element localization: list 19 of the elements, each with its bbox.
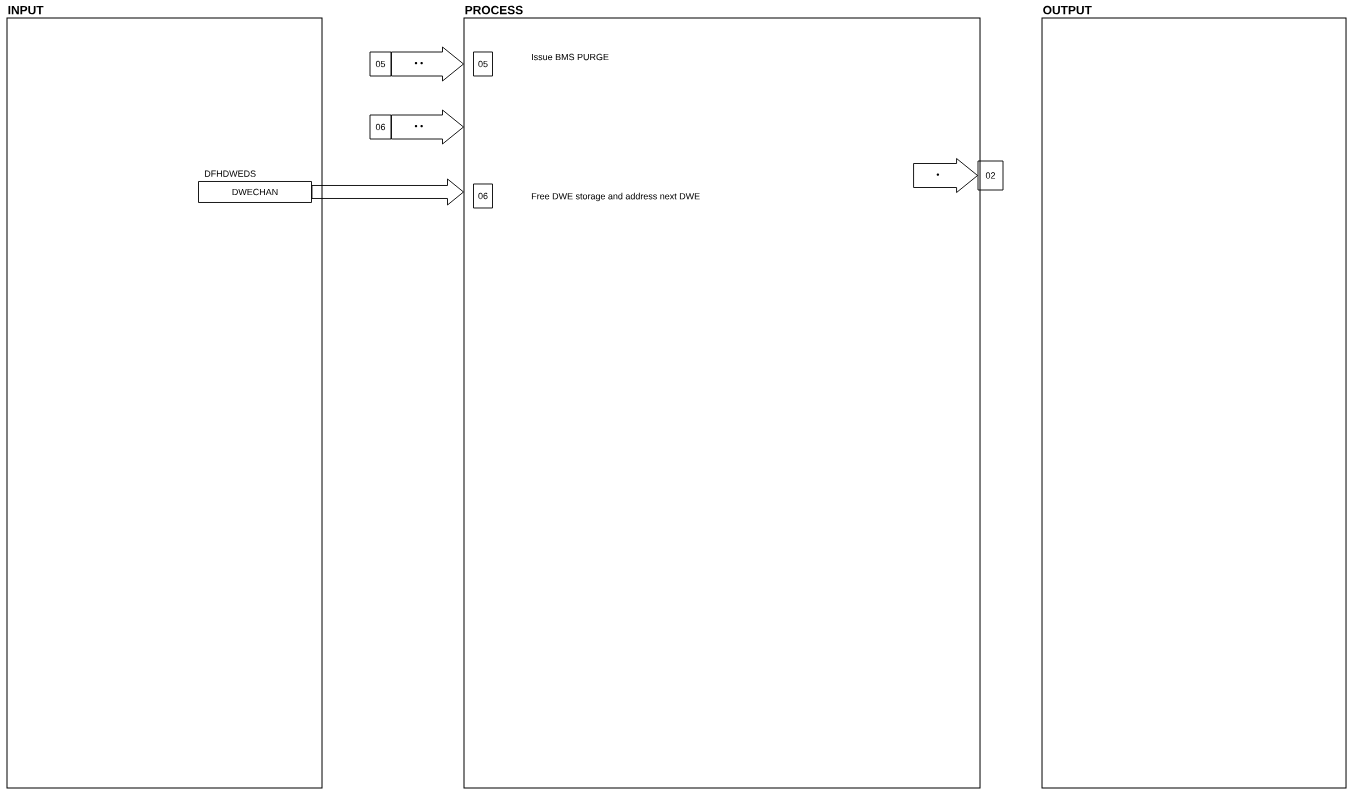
step-text: Issue BMS PURGE <box>532 53 609 61</box>
reference-box: 05 <box>473 51 493 77</box>
reference-box: 02 <box>977 160 1004 191</box>
block-arrow <box>391 109 464 145</box>
edge-label: • • <box>413 123 425 131</box>
double-line-arrow <box>311 178 464 206</box>
reference-box: 06 <box>473 183 493 209</box>
block-arrow <box>913 158 978 193</box>
reference-box: 05 <box>369 51 392 77</box>
block-heading: DFHDWEDS <box>205 170 256 177</box>
panel-title: OUTPUT <box>1043 5 1092 15</box>
block-arrow <box>391 46 464 82</box>
edge-label: • <box>935 172 941 179</box>
field-box: DWECHAN <box>198 181 312 203</box>
panel-title: INPUT <box>8 5 44 15</box>
edge-label: • • <box>413 60 425 68</box>
panel-title: PROCESS <box>465 5 523 15</box>
reference-box: 06 <box>369 114 392 140</box>
step-text: Free DWE storage and address next DWE <box>531 192 700 202</box>
